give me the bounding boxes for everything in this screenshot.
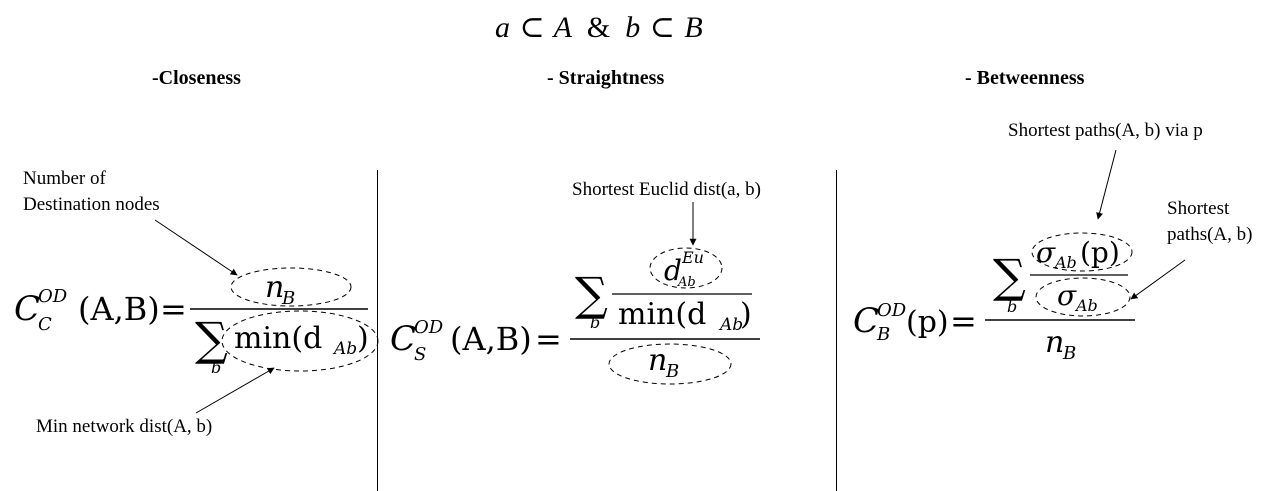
betweenness-sig-num-arg: (p) <box>1080 236 1120 269</box>
betweenness-n: n <box>1045 325 1064 360</box>
closeness-den-close: ) <box>357 321 369 356</box>
betweenness-eq: = <box>950 302 977 340</box>
straightness-d-sup: Eu <box>681 248 704 267</box>
straightness-d-ellipse <box>649 247 723 289</box>
betweenness-lhs-c: C <box>853 301 879 341</box>
straightness-n-sub: B <box>665 361 679 382</box>
betweenness-formula: C OD B (p) = ∑ b σ Ab (p) σ Ab n B <box>853 149 1186 364</box>
top-formula-amp: & <box>586 11 612 44</box>
betweenness-sum-sub: b <box>1007 297 1017 316</box>
closeness-den-ellipse <box>221 310 379 372</box>
closeness-sum-sub: b <box>211 358 221 377</box>
straightness-sum: ∑ <box>575 267 608 321</box>
note-number-of-destination-nodes: Number of Destination nodes <box>23 166 160 218</box>
note-shortest-paths: Shortest paths(A, b) <box>1167 196 1252 248</box>
betweenness-num-ellipse <box>1031 232 1133 272</box>
betweenness-sig-num-sub: Ab <box>1053 253 1077 272</box>
top-formula: a ⊂ A&b ⊂ B <box>495 10 704 45</box>
note-line: Number of <box>23 168 106 189</box>
closeness-args: (A,B) <box>78 290 160 328</box>
top-formula-left: a ⊂ A <box>495 11 573 44</box>
closeness-lhs-sub: C <box>38 314 52 335</box>
closeness-lhs-sup: OD <box>38 286 68 307</box>
betweenness-arrow-top <box>1096 149 1117 220</box>
betweenness-arrow-right <box>1130 259 1186 300</box>
closeness-eq: = <box>160 290 187 328</box>
straightness-d-sub: Ab <box>677 275 696 290</box>
closeness-den: min(d <box>234 321 322 356</box>
closeness-arrow-top <box>154 219 238 276</box>
closeness-num-ellipse <box>230 267 352 307</box>
header-betweenness: - Betweenness <box>965 67 1085 89</box>
straightness-n: n <box>648 343 667 378</box>
straightness-formula: C OD S (A,B) = ∑ b d Eu Ab min(d Ab ) n … <box>390 202 760 385</box>
betweenness-sig-num: σ <box>1036 236 1056 269</box>
closeness-den-sub: Ab <box>332 339 357 359</box>
straightness-lhs-c: C <box>390 319 416 359</box>
betweenness-sig-den: σ <box>1057 279 1077 312</box>
betweenness-lhs-sub: B <box>876 324 890 345</box>
straightness-n-ellipse <box>608 343 732 385</box>
straightness-lhs-sup: OD <box>414 317 444 338</box>
straightness-sum-sub: b <box>590 313 600 332</box>
top-formula-right: b ⊂ B <box>625 11 704 44</box>
betweenness-args: (p) <box>906 305 949 340</box>
note-line: Destination nodes <box>23 194 160 215</box>
header-closeness: -Closeness <box>152 67 241 89</box>
note-shortest-paths-via-p: Shortest paths(A, b) via p <box>1008 120 1203 141</box>
straightness-d: d <box>664 254 682 287</box>
header-straightness: - Straightness <box>547 67 665 89</box>
betweenness-sig-den-sub: Ab <box>1074 296 1098 315</box>
betweenness-sum: ∑ <box>993 249 1026 303</box>
betweenness-n-sub: B <box>1062 343 1076 364</box>
note-line: paths(A, b) <box>1167 224 1253 245</box>
note-shortest-euclid-dist: Shortest Euclid dist(a, b) <box>572 179 761 200</box>
closeness-num-n: n <box>265 270 284 305</box>
betweenness-lhs-sup: OD <box>877 300 907 321</box>
closeness-arrow-bottom <box>195 367 275 414</box>
closeness-formula: C OD C (A,B) = n B ∑ b min(d Ab ) <box>14 219 379 414</box>
closeness-lhs-c: C <box>14 289 40 329</box>
straightness-den-sub: Ab <box>718 315 743 335</box>
straightness-den-close: ) <box>740 297 752 332</box>
straightness-eq: = <box>535 320 562 358</box>
straightness-lhs-sub: S <box>414 344 426 365</box>
divider-right <box>836 170 837 491</box>
straightness-args: (A,B) <box>450 320 532 358</box>
betweenness-den-ellipse <box>1035 277 1131 317</box>
note-line: Shortest <box>1167 198 1230 219</box>
note-min-network-dist: Min network dist(A, b) <box>36 416 213 437</box>
straightness-den: min(d <box>618 297 706 332</box>
divider-left <box>377 170 378 491</box>
closeness-num-sub: B <box>281 288 295 309</box>
